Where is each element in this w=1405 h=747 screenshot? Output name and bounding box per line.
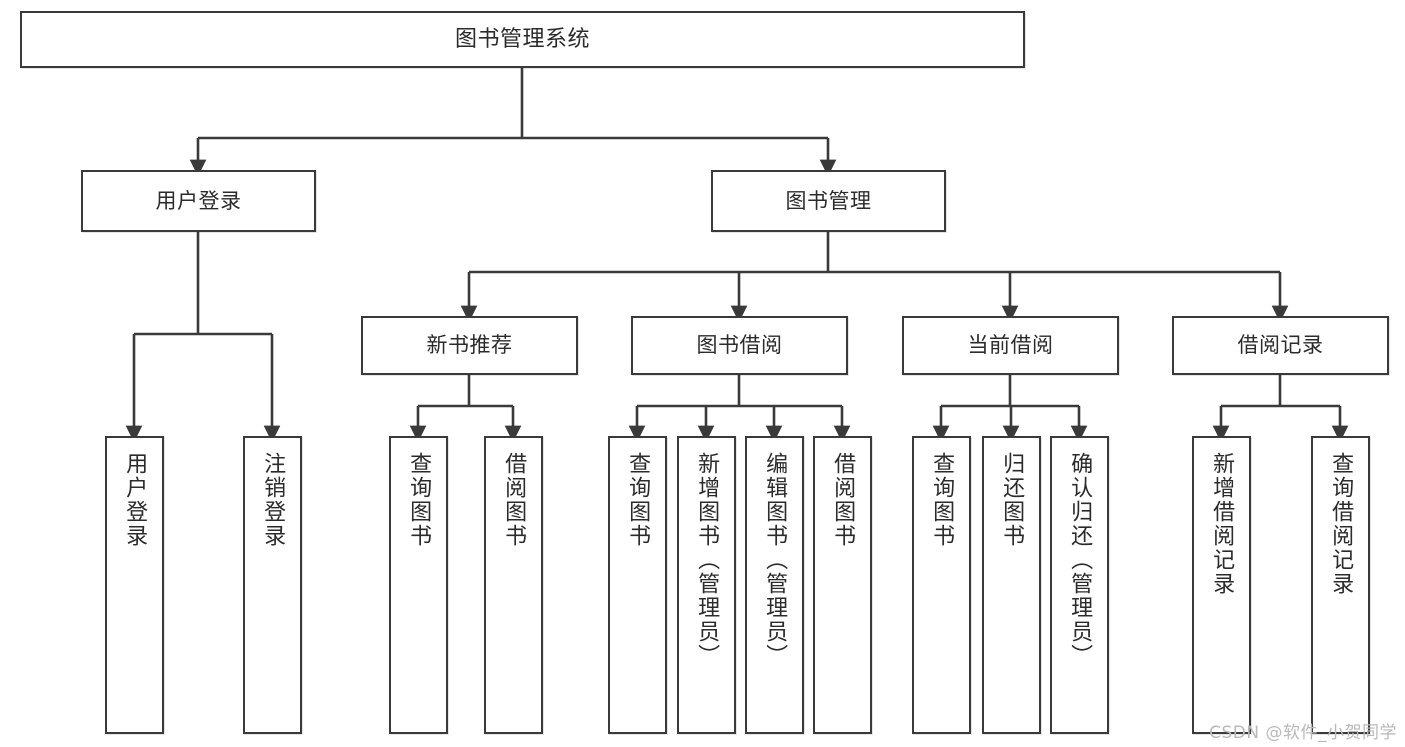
node-user-login-label: 用户登录 [155, 188, 242, 213]
node-leaf-user-login[interactable]: 用户登录 [105, 436, 164, 734]
node-leaf-borrow-book-2-label: 借阅图书 [830, 452, 856, 548]
node-new-book-recommend[interactable]: 新书推荐 [361, 316, 578, 375]
node-leaf-edit-book[interactable]: 编辑图书（管理员） [745, 436, 804, 734]
node-leaf-borrow-book-2[interactable]: 借阅图书 [813, 436, 872, 734]
node-root[interactable]: 图书管理系统 [20, 11, 1025, 68]
node-borrow-record[interactable]: 借阅记录 [1172, 316, 1389, 375]
node-leaf-add-record-label: 新增借阅记录 [1209, 452, 1235, 596]
node-leaf-confirm-return-label: 确认归还（管理员） [1067, 452, 1093, 668]
node-leaf-borrow-book-1-label: 借阅图书 [501, 452, 527, 548]
node-leaf-query-book-2-label: 查询图书 [625, 452, 651, 548]
node-leaf-borrow-book-1[interactable]: 借阅图书 [484, 436, 543, 734]
node-leaf-edit-book-label: 编辑图书（管理员） [762, 452, 788, 668]
node-leaf-query-book-3-label: 查询图书 [929, 452, 955, 548]
node-leaf-query-record-label: 查询借阅记录 [1328, 452, 1354, 596]
node-new-book-recommend-label: 新书推荐 [426, 333, 513, 358]
node-leaf-confirm-return[interactable]: 确认归还（管理员） [1050, 436, 1109, 734]
node-book-manage-label: 图书管理 [785, 188, 872, 213]
node-leaf-query-book-2[interactable]: 查询图书 [608, 436, 667, 734]
node-leaf-add-book-label: 新增图书（管理员） [694, 452, 720, 668]
node-leaf-query-book-1-label: 查询图书 [406, 452, 432, 548]
node-book-borrow[interactable]: 图书借阅 [631, 316, 848, 375]
node-leaf-query-book-1[interactable]: 查询图书 [389, 436, 448, 734]
node-leaf-return-book[interactable]: 归还图书 [982, 436, 1041, 734]
node-leaf-query-record[interactable]: 查询借阅记录 [1311, 436, 1370, 734]
node-leaf-add-book[interactable]: 新增图书（管理员） [677, 436, 736, 734]
node-borrow-record-label: 借阅记录 [1237, 333, 1324, 358]
node-book-borrow-label: 图书借阅 [696, 333, 783, 358]
node-leaf-logout-login-label: 注销登录 [260, 452, 286, 548]
node-current-borrow[interactable]: 当前借阅 [902, 316, 1119, 375]
node-user-login[interactable]: 用户登录 [81, 170, 316, 232]
node-leaf-return-book-label: 归还图书 [999, 452, 1025, 548]
node-leaf-user-login-label: 用户登录 [122, 452, 148, 548]
node-root-label: 图书管理系统 [454, 26, 590, 52]
node-current-borrow-label: 当前借阅 [967, 333, 1054, 358]
node-leaf-query-book-3[interactable]: 查询图书 [912, 436, 971, 734]
node-leaf-logout-login[interactable]: 注销登录 [243, 436, 302, 734]
node-book-manage[interactable]: 图书管理 [711, 170, 946, 232]
node-leaf-add-record[interactable]: 新增借阅记录 [1192, 436, 1251, 734]
